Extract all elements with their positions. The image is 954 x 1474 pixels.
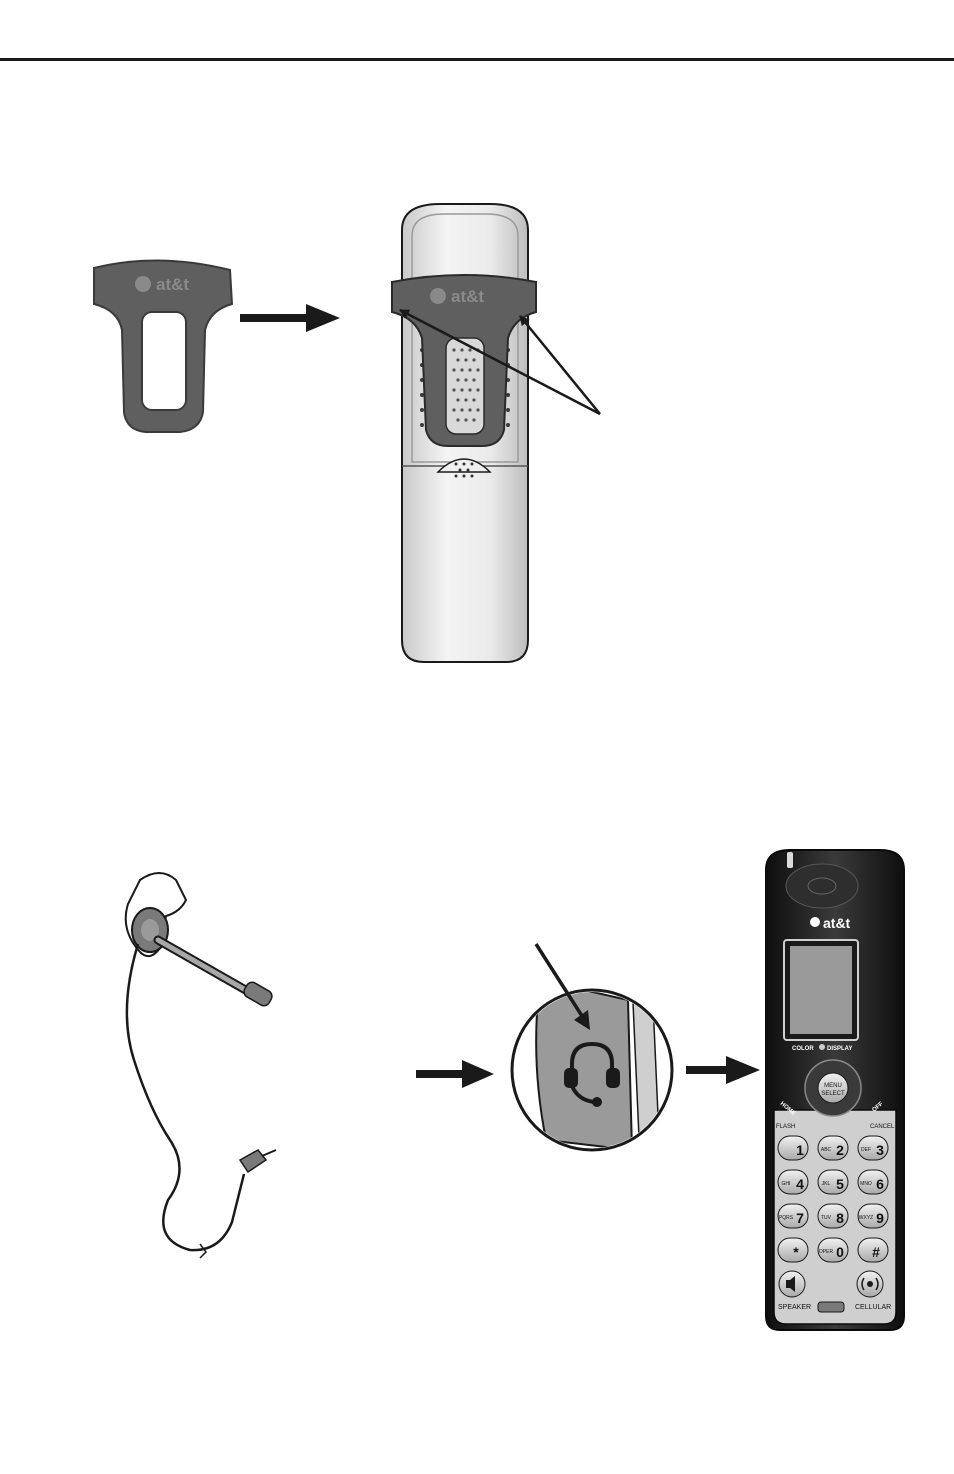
key-0[interactable]: OPER 0 (818, 1238, 848, 1262)
color-display-right: DISPLAY (827, 1046, 852, 1052)
speaker-label: SPEAKER (778, 1304, 811, 1311)
svg-text:9: 9 (876, 1210, 884, 1226)
arrow-jack-to-phone (686, 1056, 760, 1084)
cancel-label: CANCEL (870, 1124, 895, 1130)
svg-text:WXYZ: WXYZ (859, 1215, 873, 1221)
svg-text:GHI: GHI (782, 1181, 791, 1187)
handset-back: at&t (392, 204, 536, 662)
menu-label: MENU (824, 1083, 842, 1089)
svg-text:0: 0 (836, 1244, 844, 1260)
key-star[interactable]: * (778, 1238, 808, 1262)
svg-text:PQRS: PQRS (779, 1215, 794, 1221)
svg-text:*: * (793, 1244, 799, 1260)
color-display-left: COLOR (792, 1046, 814, 1052)
flash-label: FLASH (776, 1124, 795, 1130)
arrow-headset-to-jack (416, 1060, 494, 1088)
cordless-handset: at&t COLOR DISPLAY MENU SELECT HOME OFF … (766, 850, 904, 1330)
belt-clip-logo: at&t (156, 275, 189, 294)
svg-text:ABC: ABC (821, 1147, 832, 1153)
key-9[interactable]: WXYZ 9 (858, 1204, 888, 1228)
svg-text:7: 7 (796, 1210, 804, 1226)
handset-clip-logo: at&t (451, 287, 484, 306)
key-8[interactable]: TUV 8 (818, 1204, 848, 1228)
key-7[interactable]: PQRS 7 (778, 1204, 808, 1228)
speaker-button[interactable] (779, 1271, 805, 1297)
select-label: SELECT (821, 1091, 845, 1097)
svg-text:DEF: DEF (861, 1147, 871, 1153)
svg-text:6: 6 (876, 1176, 884, 1192)
cellular-label: CELLULAR (855, 1304, 891, 1311)
belt-clip: at&t (94, 260, 232, 432)
svg-text:1: 1 (796, 1142, 804, 1158)
svg-text:JKL: JKL (822, 1181, 831, 1187)
svg-text:8: 8 (836, 1210, 844, 1226)
cellular-button[interactable] (857, 1271, 883, 1297)
svg-text:4: 4 (796, 1176, 804, 1192)
key-4[interactable]: GHI 4 (778, 1170, 808, 1194)
svg-text:MNO: MNO (860, 1181, 872, 1187)
phone-logo: at&t (823, 915, 851, 931)
headset (126, 873, 276, 1258)
svg-text:2: 2 (836, 1142, 844, 1158)
key-5[interactable]: JKL 5 (818, 1170, 848, 1194)
svg-text:OPER: OPER (819, 1249, 834, 1255)
key-2[interactable]: ABC 2 (818, 1136, 848, 1160)
key-6[interactable]: MNO 6 (858, 1170, 888, 1194)
svg-text:#: # (872, 1244, 880, 1260)
svg-text:3: 3 (876, 1142, 884, 1158)
headset-jack-detail (500, 980, 672, 1180)
key-1[interactable]: 1 (778, 1136, 808, 1160)
key-3[interactable]: DEF 3 (858, 1136, 888, 1160)
svg-text:TUV: TUV (821, 1215, 832, 1221)
key-hash[interactable]: # (858, 1238, 888, 1262)
arrow-clip-to-handset (240, 304, 340, 332)
svg-text:5: 5 (836, 1176, 844, 1192)
